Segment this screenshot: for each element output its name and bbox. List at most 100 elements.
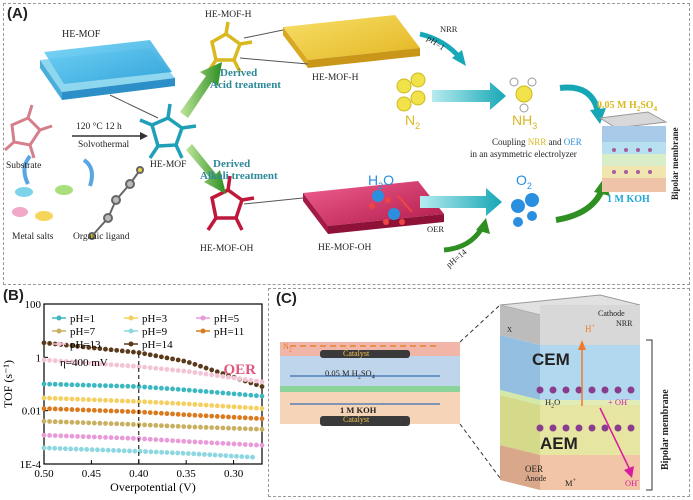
data-point <box>198 370 203 376</box>
data-point <box>57 446 63 451</box>
data-point <box>142 351 148 357</box>
data-point <box>69 359 75 365</box>
data-point <box>226 414 231 420</box>
oh-bottom-label: OH- <box>625 478 640 488</box>
he-mof-molecule <box>139 103 197 159</box>
data-point <box>237 415 243 420</box>
data-point <box>223 453 229 459</box>
data-point <box>153 353 159 359</box>
data-point <box>248 426 254 432</box>
data-point <box>181 438 187 444</box>
data-point <box>175 357 181 363</box>
data-point <box>114 435 120 441</box>
o2-text: O <box>516 172 527 188</box>
data-point <box>209 403 215 408</box>
data-point <box>244 454 250 460</box>
data-point <box>231 391 237 397</box>
nh3-molecule <box>509 77 537 113</box>
data-point <box>192 361 198 367</box>
data-point <box>114 383 120 389</box>
condition-label: 120 °C 12 h <box>76 122 122 132</box>
data-point <box>248 392 254 398</box>
data-point <box>108 362 114 368</box>
data-point <box>203 440 209 445</box>
data-point <box>254 416 259 421</box>
data-point <box>237 441 243 447</box>
data-point <box>198 424 203 430</box>
data-point <box>136 399 142 404</box>
coupling-line1: Coupling NRR and OER <box>492 137 582 147</box>
data-point <box>254 442 259 448</box>
data-point <box>180 450 186 456</box>
c-h2o-sub: 2 <box>551 403 555 410</box>
data-point <box>63 406 69 412</box>
data-point <box>63 382 69 388</box>
data-point <box>254 393 259 399</box>
y-tick-label: 0.01 <box>22 406 41 418</box>
data-point <box>248 415 254 421</box>
data-point <box>91 397 97 403</box>
c-oer-label: OER <box>525 464 543 474</box>
data-point <box>131 422 136 427</box>
data-point <box>58 358 64 364</box>
data-point <box>203 413 209 419</box>
data-point <box>58 382 64 387</box>
data-point <box>242 442 248 447</box>
data-point <box>203 371 209 377</box>
catalyst-bottom-label: Catalyst <box>343 415 370 424</box>
panel-b-letter: (B) <box>3 287 24 304</box>
data-point <box>75 420 80 425</box>
data-point <box>192 439 198 445</box>
data-point <box>170 423 175 429</box>
koh-top-label: 1 M KOH <box>607 194 650 205</box>
c-h2o-label: H2O <box>545 397 560 410</box>
data-point <box>69 433 75 439</box>
data-point <box>147 436 153 442</box>
data-point <box>153 399 159 405</box>
data-point <box>52 395 58 401</box>
data-point <box>203 389 209 394</box>
x-tick-label: 0.35 <box>177 468 197 480</box>
data-point <box>226 441 231 447</box>
data-point <box>220 440 226 446</box>
data-point <box>80 344 86 350</box>
legend-label: pH=9 <box>142 326 168 338</box>
nrr-label: NRR <box>440 24 458 34</box>
data-point <box>259 416 265 422</box>
data-point <box>69 382 75 388</box>
data-point <box>164 386 170 391</box>
data-point <box>248 442 254 448</box>
c-h2so4-a: 0.05 M H <box>325 368 358 378</box>
h2o-to-o2-arrow <box>420 188 502 216</box>
n2-molecule <box>396 72 426 112</box>
data-point <box>203 365 209 371</box>
legend-label: pH=14 <box>142 339 173 351</box>
data-point <box>47 419 52 424</box>
data-point <box>147 384 153 390</box>
legend-label: pH=13 <box>70 339 101 351</box>
h2so4-a: 0.05 M H <box>597 100 637 111</box>
data-point <box>119 348 125 354</box>
data-point <box>153 385 159 391</box>
data-point <box>175 368 181 373</box>
data-point <box>119 363 125 368</box>
data-point <box>209 440 215 446</box>
data-point <box>69 419 75 425</box>
data-point <box>196 451 202 457</box>
aem-label: AEM <box>540 434 578 453</box>
data-point <box>119 408 125 414</box>
data-point <box>75 359 80 365</box>
data-point <box>125 398 131 404</box>
he-mof-center-label: HE-MOF <box>150 160 187 170</box>
derived-acid-line2: Acid treatment <box>210 79 281 91</box>
data-point <box>95 447 100 453</box>
data-point <box>198 413 203 418</box>
cem-label: CEM <box>532 350 570 369</box>
data-point <box>220 390 226 396</box>
data-point <box>218 452 223 458</box>
data-point <box>91 420 97 426</box>
oh-mid-label: + OH- <box>608 397 630 407</box>
data-point <box>153 437 159 442</box>
o2-molecule <box>511 193 539 227</box>
